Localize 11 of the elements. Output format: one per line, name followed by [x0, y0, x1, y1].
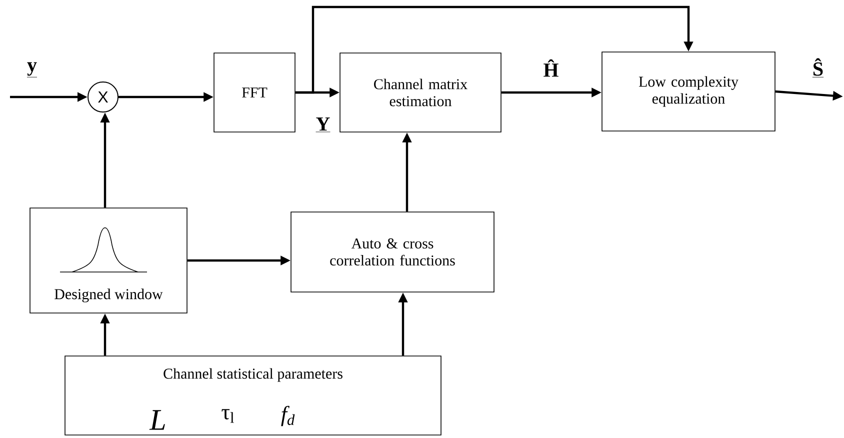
- process-box: Low complexity equalization: [602, 52, 776, 132]
- parameter-box: Channel statistical parameters L τ$_{l}$ f$_{d}$: [64, 356, 442, 436]
- window-box: Designed window: [30, 208, 188, 314]
- process-box: Auto & cross correlation functions: [290, 212, 494, 292]
- process-box: Channel matrix estimation: [340, 52, 502, 132]
- edge-label: Ĥ: [544, 59, 558, 77]
- edge-label: Y: [316, 117, 330, 132]
- edge-label: y: [26, 62, 38, 78]
- arrow: [295, 6, 694, 94]
- edge-label: Ŝ: [812, 58, 824, 78]
- process-box: FFT: [214, 52, 296, 132]
